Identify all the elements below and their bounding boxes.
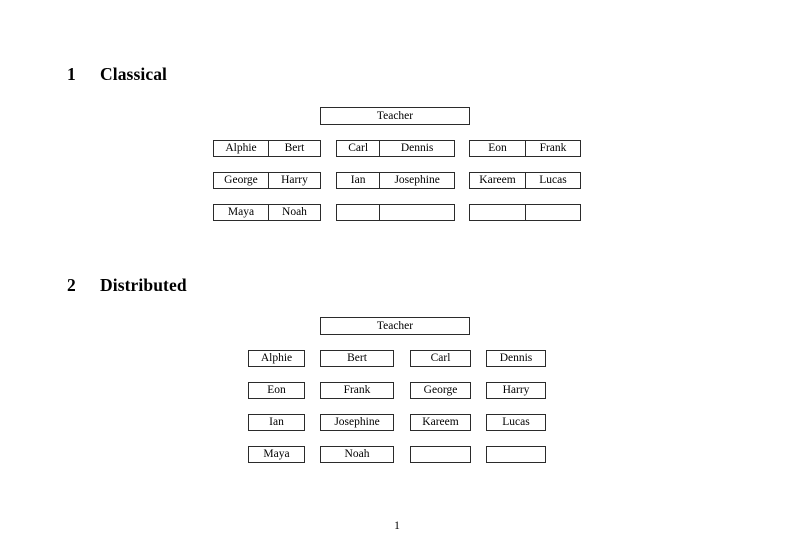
name-box: Ian xyxy=(248,414,305,431)
name-box: Josephine xyxy=(320,414,394,431)
name-cell: Frank xyxy=(524,141,580,156)
name-cell-empty xyxy=(470,205,525,220)
name-cell: George xyxy=(224,174,258,186)
name-box: Lucas xyxy=(486,414,546,431)
teacher-box-distributed: Teacher xyxy=(320,317,470,335)
name-cell-empty xyxy=(524,205,580,220)
table-row: Kareem Lucas xyxy=(469,172,581,189)
name-box: Noah xyxy=(320,446,394,463)
name-cell: Lucas xyxy=(524,173,580,188)
section-title: Distributed xyxy=(100,275,187,295)
name-box: Eon xyxy=(248,382,305,399)
name-box: Harry xyxy=(486,382,546,399)
name-cell: Alphie xyxy=(225,142,257,154)
name-box: Alphie xyxy=(248,350,305,367)
name-box: Dennis xyxy=(486,350,546,367)
name-cell-empty xyxy=(379,205,454,220)
name-cell: Dennis xyxy=(379,141,454,156)
table-row: Maya Noah xyxy=(213,204,321,221)
name-box-empty xyxy=(486,446,546,463)
table-row xyxy=(469,204,581,221)
name-cell: Harry xyxy=(267,173,320,188)
table-row: Ian Josephine xyxy=(336,172,455,189)
name-box: Frank xyxy=(320,382,394,399)
name-cell: Josephine xyxy=(379,173,454,188)
name-cell: Bert xyxy=(267,141,320,156)
section-heading-classical: 1 Classical xyxy=(67,64,167,85)
section-title: Classical xyxy=(100,64,168,84)
teacher-box-classical: Teacher xyxy=(320,107,470,125)
name-cell: Carl xyxy=(348,142,369,154)
name-box: Maya xyxy=(248,446,305,463)
table-row: Carl Dennis xyxy=(336,140,455,157)
name-cell: Maya xyxy=(227,206,255,218)
table-row: Alphie Bert xyxy=(213,140,321,157)
name-box: Kareem xyxy=(410,414,471,431)
page-number: 1 xyxy=(394,520,400,532)
section-number: 2 xyxy=(67,275,76,295)
name-cell: Noah xyxy=(267,205,320,220)
section-heading-distributed: 2 Distributed xyxy=(67,275,187,296)
name-box: Bert xyxy=(320,350,394,367)
name-box: Carl xyxy=(410,350,471,367)
name-cell: Eon xyxy=(488,142,507,154)
name-box: George xyxy=(410,382,471,399)
name-cell: Ian xyxy=(350,174,366,186)
table-row: George Harry xyxy=(213,172,321,189)
name-box-empty xyxy=(410,446,471,463)
name-cell: Kareem xyxy=(479,174,516,186)
section-number: 1 xyxy=(67,64,76,84)
table-row xyxy=(336,204,455,221)
table-row: Eon Frank xyxy=(469,140,581,157)
name-cell-empty xyxy=(337,205,379,220)
